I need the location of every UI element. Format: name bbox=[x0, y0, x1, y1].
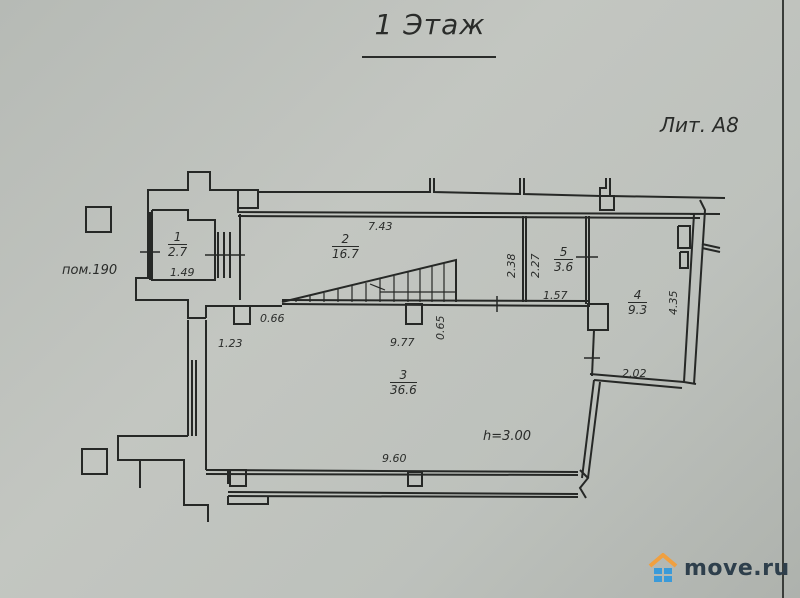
room-4-area: 9.3 bbox=[628, 303, 648, 317]
room-3-area: 36.6 bbox=[390, 383, 417, 397]
dim-room4-width: 2.02 bbox=[622, 367, 647, 380]
dim-room5-height: 2.27 bbox=[529, 253, 542, 279]
watermark-text: move.ru bbox=[684, 555, 790, 581]
room-4-number: 4 bbox=[628, 288, 648, 303]
dim-corridor-offset: 0.66 bbox=[260, 312, 285, 325]
dim-room5-width: 1.57 bbox=[543, 289, 568, 302]
room-5-number: 5 bbox=[554, 245, 574, 260]
move-ru-watermark[interactable]: move.ru bbox=[648, 552, 790, 584]
dim-room1-width: 1.49 bbox=[170, 266, 195, 279]
room-5-area: 3.6 bbox=[554, 260, 574, 274]
room-1-label: 1 2.7 bbox=[168, 230, 188, 259]
neighbor-room-label: пом.190 bbox=[62, 263, 118, 278]
floor-title: 1 Этаж bbox=[374, 8, 486, 41]
drawing-frame-border bbox=[782, 0, 784, 598]
room-2-number: 2 bbox=[332, 232, 359, 247]
dim-room3-outer-length: 9.60 bbox=[382, 452, 407, 465]
dim-room2-length: 7.43 bbox=[368, 220, 393, 233]
building-letter-label: Лит. А8 bbox=[660, 113, 739, 137]
dim-room4-height: 4.35 bbox=[667, 290, 680, 316]
room-4-label: 4 9.3 bbox=[628, 288, 648, 317]
room-3-number: 3 bbox=[390, 368, 417, 383]
room-2-area: 16.7 bbox=[332, 247, 359, 261]
dim-entrance-width: 1.23 bbox=[218, 337, 243, 350]
room-2-label: 2 16.7 bbox=[332, 232, 359, 261]
dim-room3-inner-length: 9.77 bbox=[390, 336, 415, 349]
house-logo-icon bbox=[648, 553, 678, 582]
ceiling-height-label: h=3.00 bbox=[483, 429, 532, 444]
room-5-label: 5 3.6 bbox=[554, 245, 574, 274]
column-square-top-left bbox=[85, 206, 112, 233]
dim-room2-height: 2.38 bbox=[505, 253, 518, 279]
title-underline bbox=[362, 56, 496, 58]
column-square-bottom-left bbox=[81, 448, 108, 475]
room-1-number: 1 bbox=[168, 230, 188, 245]
room-3-label: 3 36.6 bbox=[390, 368, 417, 397]
room-1-area: 2.7 bbox=[168, 245, 188, 259]
dim-column-depth: 0.65 bbox=[434, 315, 447, 341]
